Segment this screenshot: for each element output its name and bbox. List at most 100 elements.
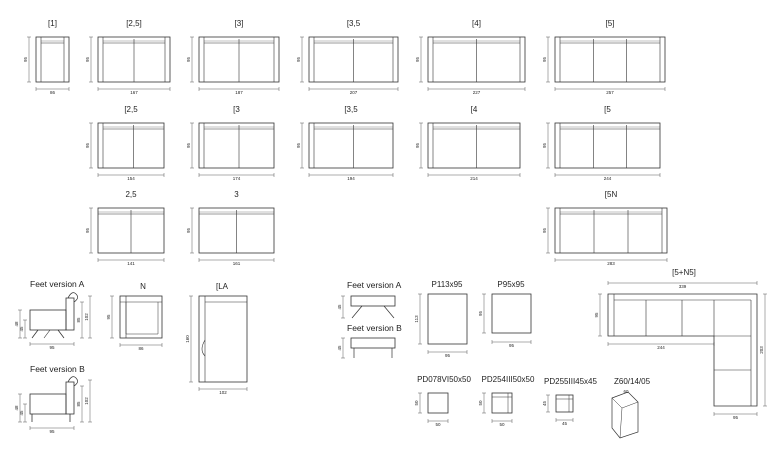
corner-n-label: N [140, 282, 146, 291]
feet-b-title: Feet version B [30, 364, 85, 374]
width-dimension: 95 [733, 415, 739, 420]
outline-line [619, 407, 623, 439]
width-dimension: 50 [435, 422, 441, 427]
side-table-outline [555, 394, 574, 413]
module-label: [1] [48, 19, 57, 28]
depth-dimension: 95 [186, 143, 191, 149]
feet-a-title: Feet version A [30, 279, 85, 289]
depth-dimension: 45 [337, 345, 342, 351]
module-label: [5N [605, 190, 618, 199]
depth-dimension: 45 [19, 326, 24, 332]
pouf-feet-b-title: Feet version B [347, 323, 402, 333]
sofa-outline [198, 122, 275, 169]
width-dimension: 50 [499, 422, 505, 427]
module-label: 2,5 [125, 190, 137, 199]
seat-block [29, 309, 67, 331]
width-dimension: 45 [562, 421, 568, 426]
depth-dimension: 45 [19, 410, 24, 416]
depth-dimension: 95 [106, 314, 111, 320]
depth-dimension: 95 [23, 57, 28, 63]
chaise-curve [201, 339, 206, 357]
module-label: [5 [604, 105, 611, 114]
depth-dimension: 102 [84, 397, 89, 405]
pouf-b-body [350, 337, 396, 349]
width-dimension: 95 [445, 353, 451, 358]
sofa-module-l3: [3 174 95 [186, 105, 275, 181]
sofa-module-m4: [4] 227 95 [415, 19, 526, 95]
depth-dimension: 95 [186, 57, 191, 63]
module-label: [3,5 [344, 105, 358, 114]
sofa-outline [97, 122, 165, 169]
side-table-label: PD078VI50x50 [417, 375, 471, 384]
module-label: 3 [234, 190, 239, 199]
cushion-shape [611, 391, 639, 439]
width-dimension: 174 [233, 176, 241, 181]
depth-dimension: 95 [296, 143, 301, 149]
width-dimension: 244 [657, 345, 665, 350]
pouf-feet-a-title: Feet version A [347, 280, 402, 290]
depth-dimension: 95 [296, 57, 301, 63]
headrest [67, 292, 78, 303]
sofa-outline [308, 122, 394, 169]
width-dimension: 102 [219, 390, 227, 395]
depth-dimension: 95 [415, 57, 420, 63]
depth-dimension: 45 [337, 304, 342, 310]
cushion-dimension: 60 [623, 389, 629, 394]
width-dimension: 244 [604, 176, 612, 181]
depth-dimension: 203 [759, 346, 764, 354]
module-label: [3] [235, 19, 244, 28]
depth-dimension: 95 [85, 57, 90, 63]
pouf-p113-outline [427, 293, 468, 345]
outline-line [351, 305, 363, 319]
width-dimension: 339 [679, 284, 687, 289]
depth-dimension: 95 [542, 57, 547, 63]
width-dimension: 161 [233, 261, 241, 266]
module-label: [4] [472, 19, 481, 28]
width-dimension: 214 [470, 176, 478, 181]
depth-dimension: 95 [594, 312, 599, 318]
side-table-label: PD254III50x50 [482, 375, 535, 384]
depth-dimension: 45 [542, 401, 547, 407]
width-dimension: 257 [606, 90, 614, 95]
depth-dimension: 95 [85, 143, 90, 149]
chaise-outline [198, 295, 248, 383]
headrest [67, 376, 78, 387]
outline-line [57, 329, 65, 339]
sofa-outline [554, 122, 661, 169]
corner-outline [119, 295, 163, 339]
depth-dimension: 102 [84, 313, 89, 321]
width-dimension: 95 [509, 343, 515, 348]
depth-dimension: 95 [542, 228, 547, 234]
pouf-p95-outline [491, 293, 532, 334]
back-block [65, 381, 75, 415]
width-dimension: 141 [127, 261, 135, 266]
pouf-p113-label: P113x95 [432, 280, 464, 289]
outline-line [611, 397, 623, 409]
width-dimension: 86 [138, 346, 144, 351]
width-dimension: 227 [473, 90, 481, 95]
side-table-outline [427, 392, 449, 414]
depth-dimension: 85 [76, 401, 81, 407]
width-dimension: 95 [49, 345, 55, 350]
module-label: [3 [233, 105, 240, 114]
seat-block [29, 393, 67, 415]
